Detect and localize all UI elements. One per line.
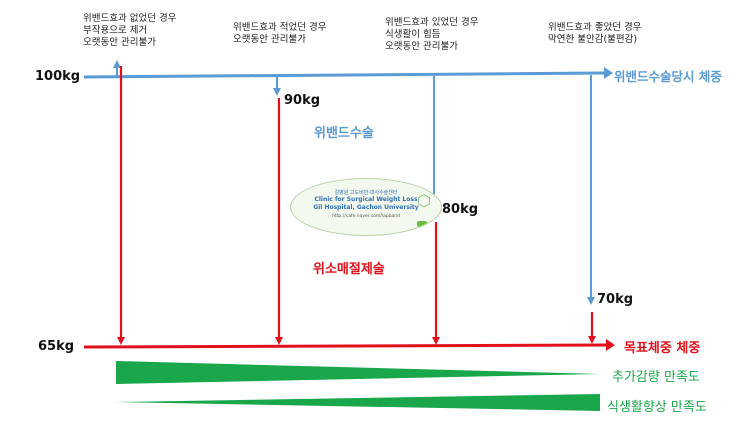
note-line: 위밴드효과 없었던 경우 bbox=[83, 13, 177, 24]
removal-blue-arrowhead bbox=[113, 60, 121, 68]
red-arrowhead-100kg bbox=[117, 337, 125, 345]
target-weight-label: 65kg bbox=[38, 339, 75, 354]
target-weight-title: 목표체중 체중 bbox=[624, 341, 701, 356]
case-note-some-effect: 위밴드효과 있었던 경우 식생활이 힘듬 오랫동안 관리불가 bbox=[385, 17, 478, 53]
note-line: 오랫동안 관리불가 bbox=[233, 34, 306, 45]
note-line: 오랫동안 관리불가 bbox=[83, 37, 156, 48]
red-arrowhead-90kg bbox=[275, 337, 283, 345]
band-surgery-weight-title: 위밴드수술당시 체중 bbox=[614, 69, 722, 84]
sleeve-surgery-title: 위소매절제술 bbox=[313, 262, 385, 277]
case-note-small-effect: 위밴드효과 적었던 경우 오랫동안 관리불가 bbox=[233, 22, 326, 46]
red-arrowhead-80kg bbox=[432, 337, 440, 345]
molecule-icon: ⬡ bbox=[417, 191, 431, 210]
weight-70kg-label: 70kg bbox=[597, 292, 634, 307]
extra-loss-satisfaction-label: 추가감량 만족도 bbox=[612, 370, 700, 385]
note-line: 식생활이 힘듬 bbox=[385, 29, 441, 40]
logo-line-3: Gil Hospital, Gachon University bbox=[313, 204, 419, 211]
leaf-icon bbox=[417, 221, 427, 227]
case-note-good-effect: 위밴드효과 좋았던 경우 막연한 불안감(불편감) bbox=[548, 22, 641, 46]
target-weight-line-arrowhead bbox=[606, 339, 615, 351]
extra-loss-satisfaction-wedge bbox=[116, 361, 600, 384]
note-line: 위밴드효과 적었던 경우 bbox=[233, 22, 327, 33]
note-line: 위밴드효과 좋았던 경우 bbox=[548, 22, 642, 33]
weight-90kg-label: 90kg bbox=[284, 93, 321, 108]
band-surgery-title: 위밴드수술 bbox=[314, 126, 374, 141]
red-arrowhead-70kg bbox=[588, 336, 596, 344]
note-line: 막연한 불안감(불편감) bbox=[548, 34, 638, 45]
logo-line-4: http://cafe.naver.com/lapband bbox=[331, 214, 401, 219]
case-note-no-effect: 위밴드효과 없었던 경우 부작용으로 제거 오랫동안 관리불가 bbox=[83, 13, 176, 49]
logo-line-1: 길병원 고도비만·대사수술센터 bbox=[334, 190, 398, 196]
note-line: 부작용으로 제거 bbox=[83, 25, 148, 36]
target-weight-line bbox=[83, 343, 607, 349]
diet-satisfaction-label: 식생활향상 만족도 bbox=[607, 400, 707, 415]
weight-80kg-label: 80kg bbox=[442, 202, 479, 217]
blue-arrowhead-70kg bbox=[587, 297, 595, 305]
start-weight-label: 100kg bbox=[35, 69, 81, 84]
diet-satisfaction-wedge bbox=[116, 394, 600, 411]
blue-arrowhead-90kg bbox=[273, 88, 281, 96]
logo-line-2: Clinic for Surgical Weight Loss bbox=[314, 196, 418, 203]
clinic-logo: 길병원 고도비만·대사수술센터 Clinic for Surgical Weig… bbox=[290, 178, 442, 236]
initial-weight-line bbox=[83, 71, 605, 79]
note-line: 위밴드효과 있었던 경우 bbox=[385, 17, 479, 28]
initial-weight-line-arrowhead bbox=[604, 67, 613, 79]
note-line: 오랫동안 관리불가 bbox=[385, 41, 458, 52]
